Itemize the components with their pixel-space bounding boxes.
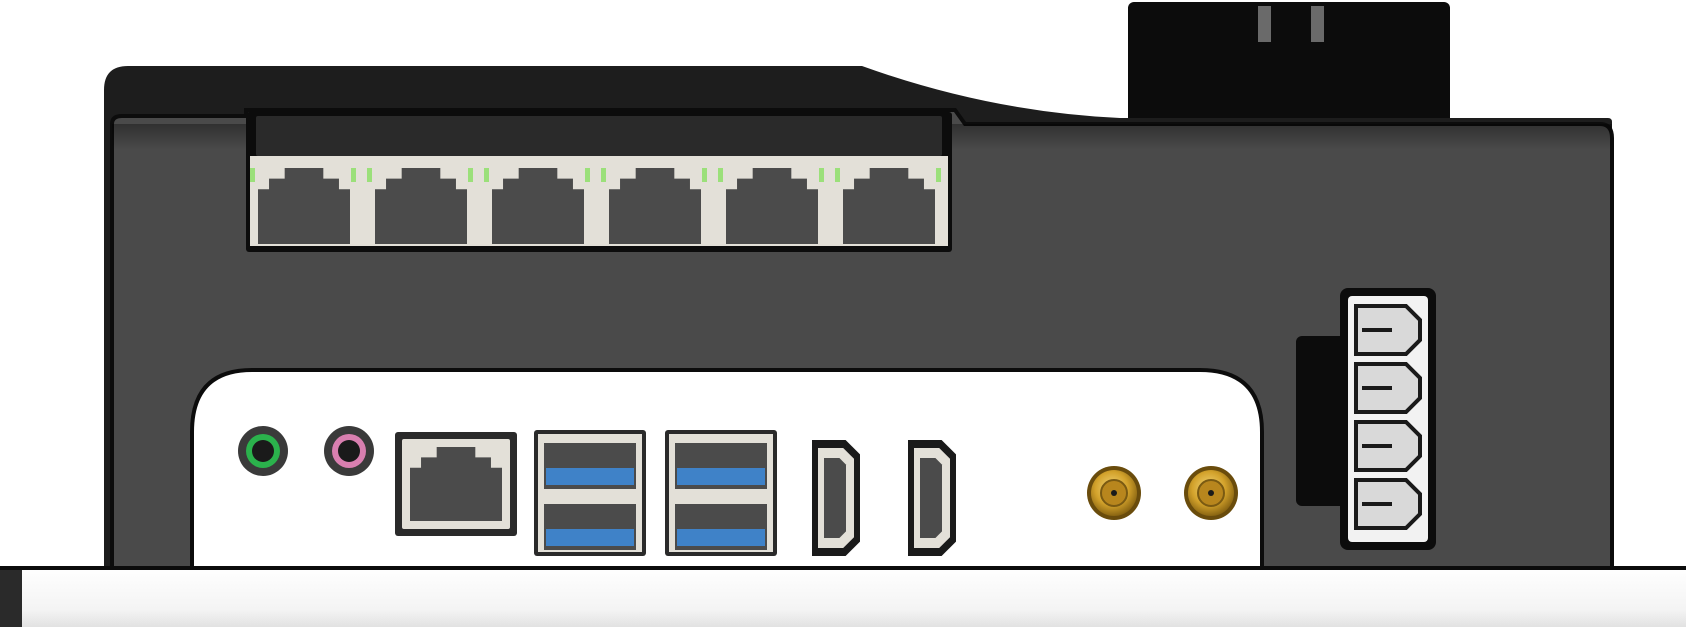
link-led: [468, 168, 473, 182]
usb-port[interactable]: [544, 443, 636, 489]
link-led: [835, 168, 840, 182]
link-led: [601, 168, 606, 182]
audio-jack-line-out[interactable]: [238, 426, 288, 476]
power-pin: [1354, 362, 1422, 414]
antenna-connector[interactable]: [1087, 466, 1141, 520]
link-led: [367, 168, 372, 182]
ethernet-port[interactable]: [250, 168, 356, 244]
ethernet-port[interactable]: [484, 168, 590, 244]
usb-port-stack[interactable]: [534, 430, 777, 556]
power-pin: [1354, 304, 1422, 356]
ethernet-port[interactable]: [718, 168, 824, 244]
ethernet-port[interactable]: [835, 168, 941, 244]
link-led: [702, 168, 707, 182]
top-module: [1128, 2, 1450, 124]
ethernet-port[interactable]: [395, 432, 517, 536]
link-led: [718, 168, 723, 182]
link-led: [351, 168, 356, 182]
base-stand: [0, 566, 1686, 627]
link-led: [936, 168, 941, 182]
usb-port[interactable]: [544, 504, 636, 550]
ethernet-port[interactable]: [601, 168, 707, 244]
link-led: [585, 168, 590, 182]
ethernet-port[interactable]: [367, 168, 473, 244]
usb-port[interactable]: [675, 443, 767, 489]
ethernet-port-bank: [246, 112, 952, 252]
hdmi-port[interactable]: [812, 440, 860, 556]
antenna-connector[interactable]: [1184, 466, 1238, 520]
usb-port[interactable]: [675, 504, 767, 550]
power-connector[interactable]: [1296, 288, 1436, 550]
link-led: [819, 168, 824, 182]
power-pin: [1354, 478, 1422, 530]
link-led: [484, 168, 489, 182]
audio-jack-mic-in[interactable]: [324, 426, 374, 476]
hdmi-port-group[interactable]: [812, 440, 956, 556]
antenna-connector-group[interactable]: [1087, 466, 1238, 520]
link-led: [250, 168, 255, 182]
hdmi-port[interactable]: [908, 440, 956, 556]
power-pin: [1354, 420, 1422, 472]
